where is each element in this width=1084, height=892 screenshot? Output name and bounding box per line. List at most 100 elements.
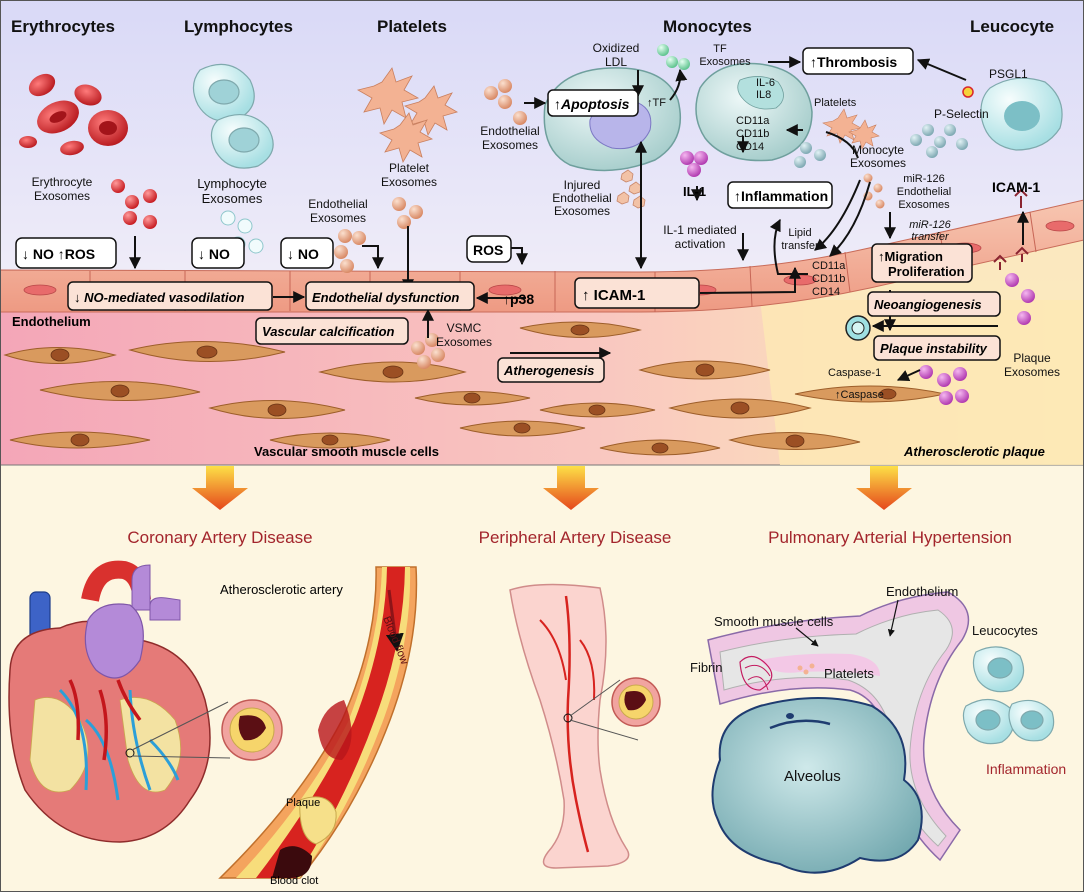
box-neoangiogenesis: Neoangiogenesis <box>867 291 1001 317</box>
svg-text:↓ NO ↑ROS: ↓ NO ↑ROS <box>22 246 95 262</box>
label-atherosclerotic-plaque: Atherosclerotic plaque <box>903 444 1045 459</box>
heart-illustration <box>8 560 211 843</box>
header-leucocyte: Leucocyte <box>970 17 1054 36</box>
svg-text:Neoangiogenesis: Neoangiogenesis <box>874 297 982 312</box>
plaque-exosomes <box>919 365 969 405</box>
header-lymphocytes: Lymphocytes <box>184 17 293 36</box>
icam1-receptors <box>993 188 1029 270</box>
label-p-selectin: P-Selectin <box>934 107 989 121</box>
smooth-muscle-nuclei <box>50 324 897 454</box>
smc-pointer <box>795 627 819 647</box>
title-pah: Pulmonary Arterial Hypertension <box>768 528 1012 547</box>
label-tf: ↑TF <box>647 97 666 109</box>
box-apoptosis: ↑Apoptosis <box>547 89 639 117</box>
plaque-monocyte <box>845 315 871 341</box>
label-platelets-pah: Platelets <box>824 666 874 681</box>
platelet-exosomes <box>392 197 423 229</box>
lymphocyte-cells <box>192 63 274 169</box>
box-ros: ROS <box>466 235 512 263</box>
zoom-line-cad-1 <box>131 701 229 751</box>
monocyte-exo-lipid-arrow <box>814 179 861 251</box>
label-icam1-right: ICAM-1 <box>992 179 1040 195</box>
label-p38: ↑p38 <box>503 291 534 307</box>
svg-text:↑ ICAM-1: ↑ ICAM-1 <box>582 287 645 304</box>
title-cad: Coronary Artery Disease <box>127 528 312 547</box>
svg-text:↓ NO: ↓ NO <box>287 246 319 262</box>
label-il1: IL-1 <box>683 184 706 199</box>
label-endothelium: Endothelium <box>12 314 91 329</box>
label-caspase1: Caspase-1 <box>828 367 881 379</box>
label-leucocytes: Leucocytes <box>972 623 1038 638</box>
monocyte-exo-neoangio-arrow <box>825 131 859 159</box>
box-thrombosis: ↑Thrombosis <box>802 47 914 75</box>
zoom-line-cad-2 <box>131 755 231 759</box>
icam1-exosomes <box>1005 273 1035 325</box>
label-platelets-small: Platelets <box>814 97 857 109</box>
artery-illustration <box>218 566 418 879</box>
label-vsmc: Vascular smooth muscle cells <box>254 444 439 459</box>
box-no-lymph: ↓ NO <box>191 237 245 269</box>
icam1-to-cd-arrow <box>699 266 801 294</box>
svg-text:↑Apoptosis: ↑Apoptosis <box>554 96 630 112</box>
tf-exosomes <box>657 44 690 70</box>
box-icam1: ↑ ICAM-1 <box>574 277 700 309</box>
label-smooth-muscle-cells: Smooth muscle cells <box>714 614 834 629</box>
box-inflammation: ↑Inflammation <box>727 181 833 209</box>
down-arrow-pah <box>856 466 912 510</box>
label-inflammation-pah: Inflammation <box>986 761 1066 777</box>
erythrocyte-exosomes <box>111 179 157 229</box>
small-platelets <box>822 108 880 150</box>
box-atherogenesis: Atherogenesis <box>497 357 605 383</box>
label-blood-clot: Blood clot <box>270 875 318 887</box>
box-vascular-calcification: Vascular calcification <box>255 317 409 345</box>
box-endothelial-dysfunction: Endothelial dysfunction <box>305 281 475 311</box>
leg-illustration <box>509 583 630 869</box>
label-atherosclerotic-artery: Atherosclerotic artery <box>220 582 343 597</box>
monocyte-exosomes <box>794 124 968 168</box>
box-no-ros: ↓ NO ↑ROS <box>15 237 117 269</box>
svg-text:Vascular calcification: Vascular calcification <box>262 324 395 339</box>
monocyte-cell-1 <box>543 67 682 172</box>
header-erythrocytes: Erythrocytes <box>11 17 115 36</box>
box-plaque-instability: Plaque instability <box>873 335 1001 361</box>
down-arrow-cad <box>192 466 248 510</box>
label-plaque: Plaque <box>286 797 320 809</box>
artery-cross-section-pad <box>611 677 661 727</box>
flow-arrows <box>129 56 1029 381</box>
cd-to-inflammation-arrow <box>769 218 808 275</box>
leucocyte-cell <box>980 77 1063 151</box>
header-monocytes: Monocytes <box>663 17 752 36</box>
title-pad: Peripheral Artery Disease <box>479 528 672 547</box>
monocyte-exo-lipid-arrow-2 <box>829 181 871 257</box>
box-no-plat: ↓ NO <box>280 237 334 269</box>
endothelial-exosomes-platelet <box>334 229 366 273</box>
svg-text:ROS: ROS <box>473 242 503 258</box>
svg-text:Endothelial dysfunction: Endothelial dysfunction <box>312 290 459 305</box>
p-selectin-marker <box>962 86 974 98</box>
label-endothelium-pah: Endothelium <box>886 584 958 599</box>
pah-leucocytes <box>962 646 1055 745</box>
artery-cross-section-cad <box>221 699 283 761</box>
down-arrow-pad <box>543 466 599 510</box>
label-psgl1: PSGL1 <box>989 67 1028 81</box>
endothelial-exosomes-monocyte <box>484 79 527 125</box>
label-fibrin: Fibrin <box>690 660 723 675</box>
zoom-line-pad-2 <box>569 719 639 741</box>
